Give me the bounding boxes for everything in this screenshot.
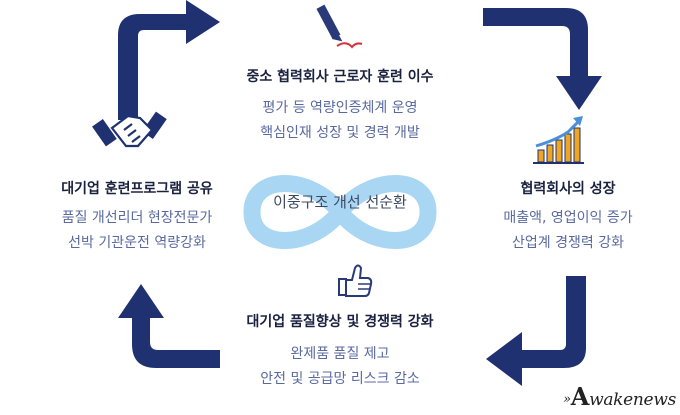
left-desc-2: 선박 기관운전 역량강화 bbox=[68, 235, 206, 251]
top-title: 중소 협력회사 근로자 훈련 이수 bbox=[246, 69, 434, 85]
arrow-top-right bbox=[483, 8, 602, 110]
bottom-title: 대기업 품질향상 및 경쟁력 강화 bbox=[246, 314, 434, 330]
watermark-text: wakenews bbox=[589, 390, 676, 410]
right-title: 협력회사의 성장 bbox=[520, 181, 616, 197]
left-desc-1: 품질 개선리더 현장전문가 bbox=[61, 210, 213, 226]
arrow-top-left bbox=[118, 0, 220, 120]
awakenews-watermark: »Awakenews bbox=[563, 382, 676, 411]
thumbs-up-icon bbox=[338, 264, 373, 297]
infinity-symbol bbox=[243, 175, 437, 249]
handshake-icon bbox=[92, 111, 167, 148]
top-desc-2: 핵심인재 성장 및 경력 개발 bbox=[260, 125, 420, 141]
watermark-chevrons-icon: » bbox=[563, 392, 571, 407]
bottom-desc-2: 안전 및 공급망 리스크 감소 bbox=[260, 371, 420, 387]
top-desc-1: 평가 등 역량인증체계 운영 bbox=[262, 100, 418, 116]
right-desc-1: 매출액, 영업이익 증가 bbox=[503, 210, 633, 226]
bottom-desc-1: 완제품 품질 제고 bbox=[290, 346, 390, 362]
left-title: 대기업 훈련프로그램 공유 bbox=[61, 181, 213, 197]
watermark-a-logo: A bbox=[570, 382, 590, 411]
growth-chart-icon bbox=[533, 116, 584, 164]
right-desc-2: 산업계 경쟁력 강화 bbox=[512, 235, 624, 251]
arrow-bottom-left bbox=[118, 284, 220, 368]
pencil-icon bbox=[316, 4, 363, 49]
center-label: 이중구조 개선 선순환 bbox=[273, 193, 407, 211]
arrow-bottom-right bbox=[486, 276, 586, 386]
